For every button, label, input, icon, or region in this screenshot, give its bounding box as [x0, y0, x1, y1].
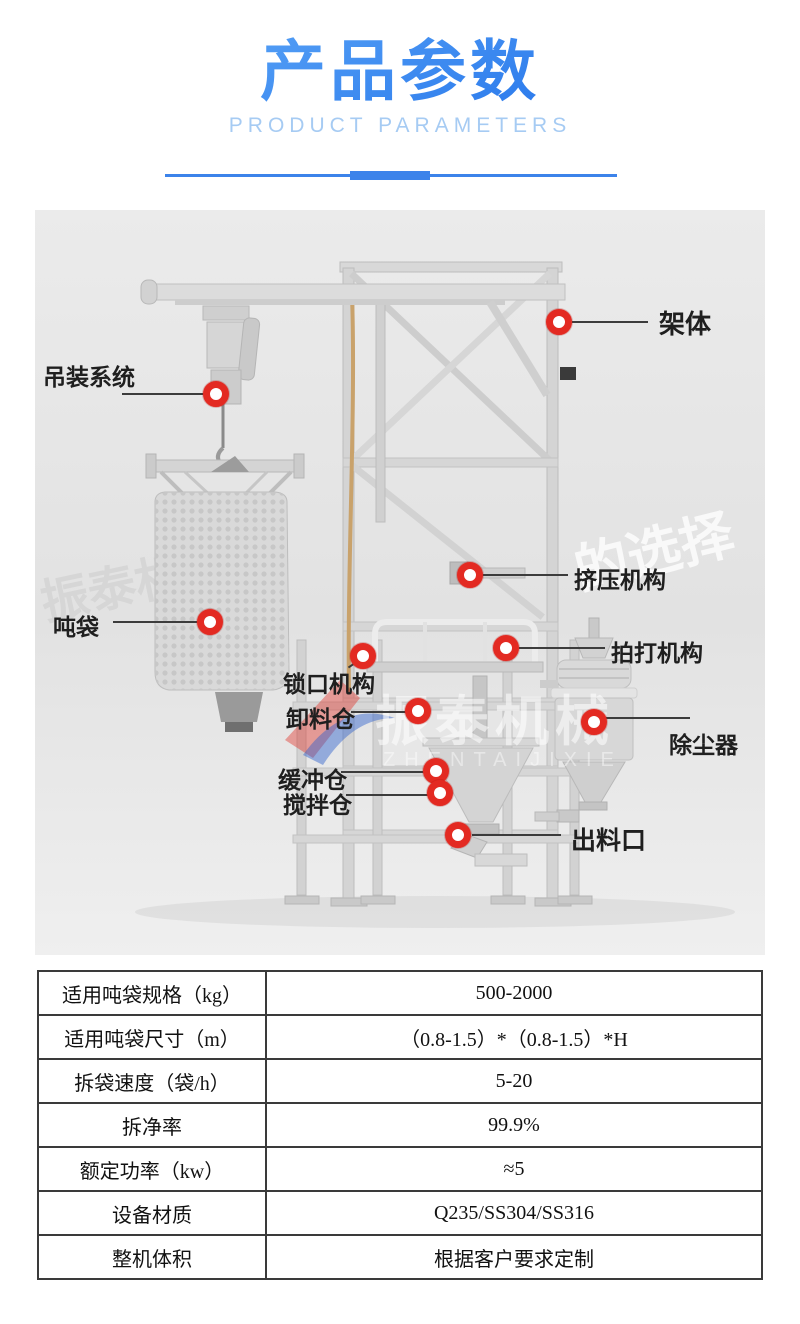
bag-group	[145, 453, 305, 732]
param-name: 适用吨袋尺寸（m）	[37, 1014, 267, 1060]
table-row: 整机体积 根据客户要求定制	[37, 1234, 763, 1280]
callout-label: 锁口机构	[283, 671, 375, 697]
page-title: 产品参数	[0, 34, 800, 110]
param-value: （0.8-1.5）*（0.8-1.5）*H	[265, 1014, 763, 1060]
callout-marker	[427, 780, 453, 806]
callout-label: 吊装系统	[43, 364, 135, 390]
callout-marker	[445, 822, 471, 848]
callout-leader-line	[122, 393, 206, 395]
watermark-brand-subtext: ZHENTAIJIXIE	[383, 749, 623, 771]
callout-label: 卸料仓	[286, 706, 355, 732]
callout-leader-line	[113, 621, 199, 623]
callout-marker	[350, 643, 376, 669]
divider-center-bar	[350, 171, 430, 180]
callout-label: 挤压机构	[574, 567, 666, 593]
param-value: 500-2000	[265, 970, 763, 1016]
callout-marker	[457, 562, 483, 588]
param-value: 5-20	[265, 1058, 763, 1104]
table-row: 额定功率（kw） ≈5	[37, 1146, 763, 1192]
callout-marker	[581, 709, 607, 735]
callout-leader-line	[341, 771, 425, 773]
callout-leader-line	[351, 711, 408, 713]
machine-illustration: 振泰机械—	[36, 261, 741, 928]
callout-label: 拍打机构	[611, 640, 703, 666]
param-name: 整机体积	[37, 1234, 267, 1280]
table-row: 设备材质 Q235/SS304/SS316	[37, 1190, 763, 1236]
callout-label: 出料口	[571, 827, 647, 855]
table-row: 适用吨袋规格（kg） 500-2000	[37, 970, 763, 1016]
param-name: 设备材质	[37, 1190, 267, 1236]
header: 产品参数 PRODUCT PARAMETERS	[0, 0, 800, 138]
callout-marker	[203, 381, 229, 407]
callout-leader-line	[519, 647, 605, 649]
callout-marker	[197, 609, 223, 635]
callout-label: 架体	[659, 309, 712, 339]
param-name: 适用吨袋规格（kg）	[37, 970, 267, 1016]
param-value: Q235/SS304/SS316	[265, 1190, 763, 1236]
machine-diagram: 振泰机械—	[35, 210, 765, 955]
callout-label: 搅拌仓	[283, 792, 352, 818]
callout-label: 除尘器	[669, 732, 738, 758]
param-value: 99.9%	[265, 1102, 763, 1148]
table-row: 适用吨袋尺寸（m） （0.8-1.5）*（0.8-1.5）*H	[37, 1014, 763, 1060]
parameters-table: 适用吨袋规格（kg） 500-2000 适用吨袋尺寸（m） （0.8-1.5）*…	[37, 970, 763, 1280]
param-name: 拆袋速度（袋/h）	[37, 1058, 267, 1104]
title-divider	[165, 170, 617, 181]
param-value: ≈5	[265, 1146, 763, 1192]
param-value: 根据客户要求定制	[265, 1234, 763, 1280]
dust-collector-group	[534, 617, 638, 823]
ground-shadow	[135, 896, 735, 928]
callout-label: 吨袋	[53, 614, 99, 640]
callout-leader-line	[482, 574, 568, 576]
table-row: 拆净率 99.9%	[37, 1102, 763, 1148]
callout-label: 缓冲仓	[278, 767, 347, 793]
jib-and-hoist-group	[140, 279, 566, 469]
callout-leader-line	[572, 321, 648, 323]
callout-marker	[405, 698, 431, 724]
table-row: 拆袋速度（袋/h） 5-20	[37, 1058, 763, 1104]
param-name: 额定功率（kw）	[37, 1146, 267, 1192]
callout-marker	[493, 635, 519, 661]
callout-leader-line	[472, 834, 561, 836]
param-name: 拆净率	[37, 1102, 267, 1148]
callout-marker	[546, 309, 572, 335]
callout-leader-line	[346, 794, 429, 796]
callout-leader-line	[606, 717, 690, 719]
page-subtitle: PRODUCT PARAMETERS	[228, 113, 572, 137]
